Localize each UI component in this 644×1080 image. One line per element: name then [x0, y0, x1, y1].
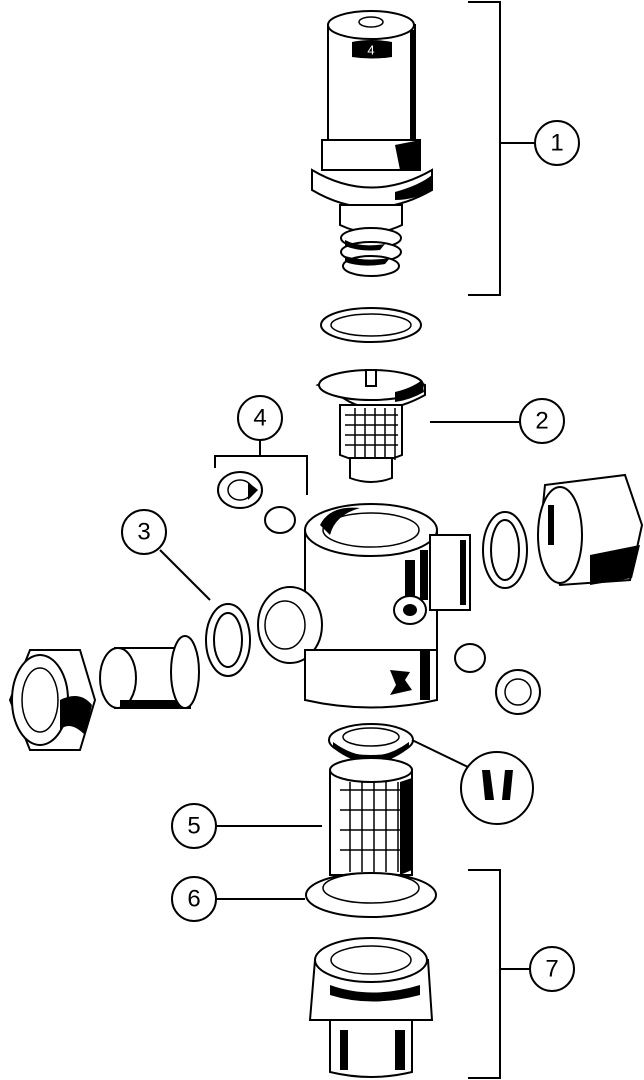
callout-2: 2: [519, 398, 565, 444]
callout-7: 7: [529, 946, 575, 992]
callout-label: 4: [253, 405, 266, 432]
ring-6: [305, 872, 437, 918]
valve-body: [257, 503, 471, 709]
callout-1: 1: [534, 120, 580, 166]
seal-detail: [328, 723, 534, 825]
plug-set: [217, 471, 296, 534]
callout-label: 3: [137, 519, 150, 546]
callout-label: 5: [187, 813, 200, 840]
callout-label: 7: [545, 956, 558, 983]
callout-label: 6: [187, 886, 200, 913]
left-fittings: [8, 635, 200, 751]
o-ring-top: [320, 307, 422, 343]
strainer: [329, 757, 413, 876]
bowl: [308, 937, 434, 1078]
o-ring-left: [205, 603, 251, 677]
callout-label: 1: [550, 130, 563, 157]
callout-4: 4: [237, 395, 283, 441]
callout-label: 2: [535, 408, 548, 435]
regulator-head: 4: [311, 10, 433, 277]
callout-6: 6: [171, 876, 217, 922]
cartridge: [315, 369, 426, 483]
callout-3: 3: [121, 509, 167, 555]
leader-lines: [159, 1, 535, 1079]
right-fittings: [454, 473, 644, 715]
dial-value: 4: [367, 43, 374, 58]
callout-5: 5: [171, 803, 217, 849]
